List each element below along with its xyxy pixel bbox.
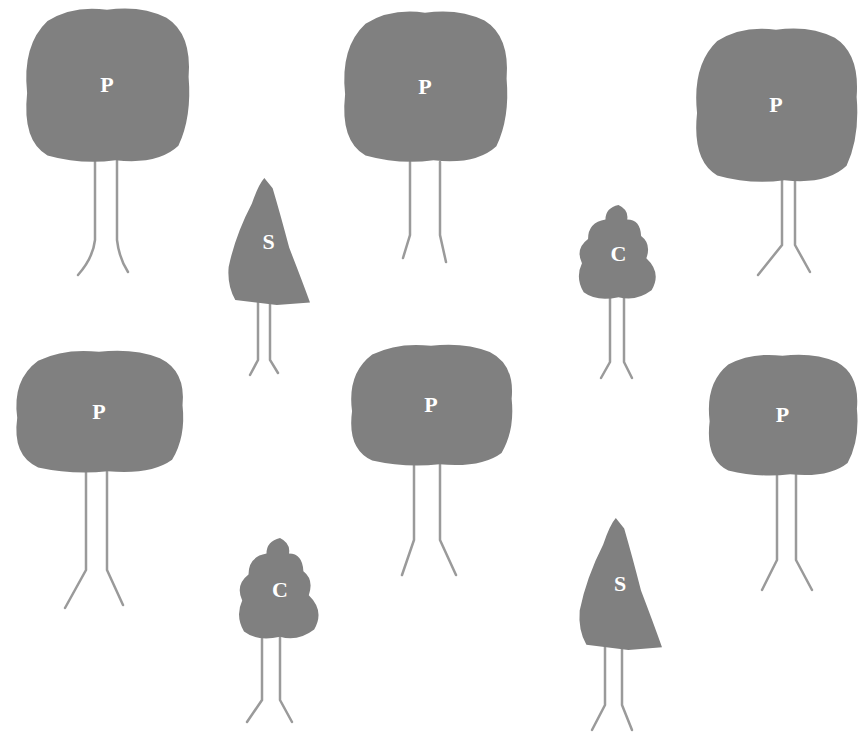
tree-canopy: C [235, 538, 325, 642]
tree-letter: S [614, 573, 626, 595]
tree-letter: P [92, 401, 105, 423]
tree-canopy: P [692, 25, 860, 185]
tree-canopy: P [347, 342, 515, 468]
tree-letter: P [418, 76, 431, 98]
tree-canopy: P [12, 348, 186, 475]
tree-letter: P [424, 394, 437, 416]
tree-letter: C [611, 243, 627, 265]
tree-canopy: P [340, 8, 510, 165]
tree-letter: P [100, 74, 113, 96]
tree-canopy: P [705, 352, 860, 478]
tree-canopy: C [575, 205, 662, 302]
tree-letter: S [262, 231, 274, 253]
tree-letter: P [776, 404, 789, 426]
tree-canopy: S [578, 518, 662, 650]
tree-letter: C [272, 579, 288, 601]
tree-letter: P [769, 94, 782, 116]
tree-canopy: P [22, 5, 192, 165]
tree-canopy: S [227, 178, 310, 305]
